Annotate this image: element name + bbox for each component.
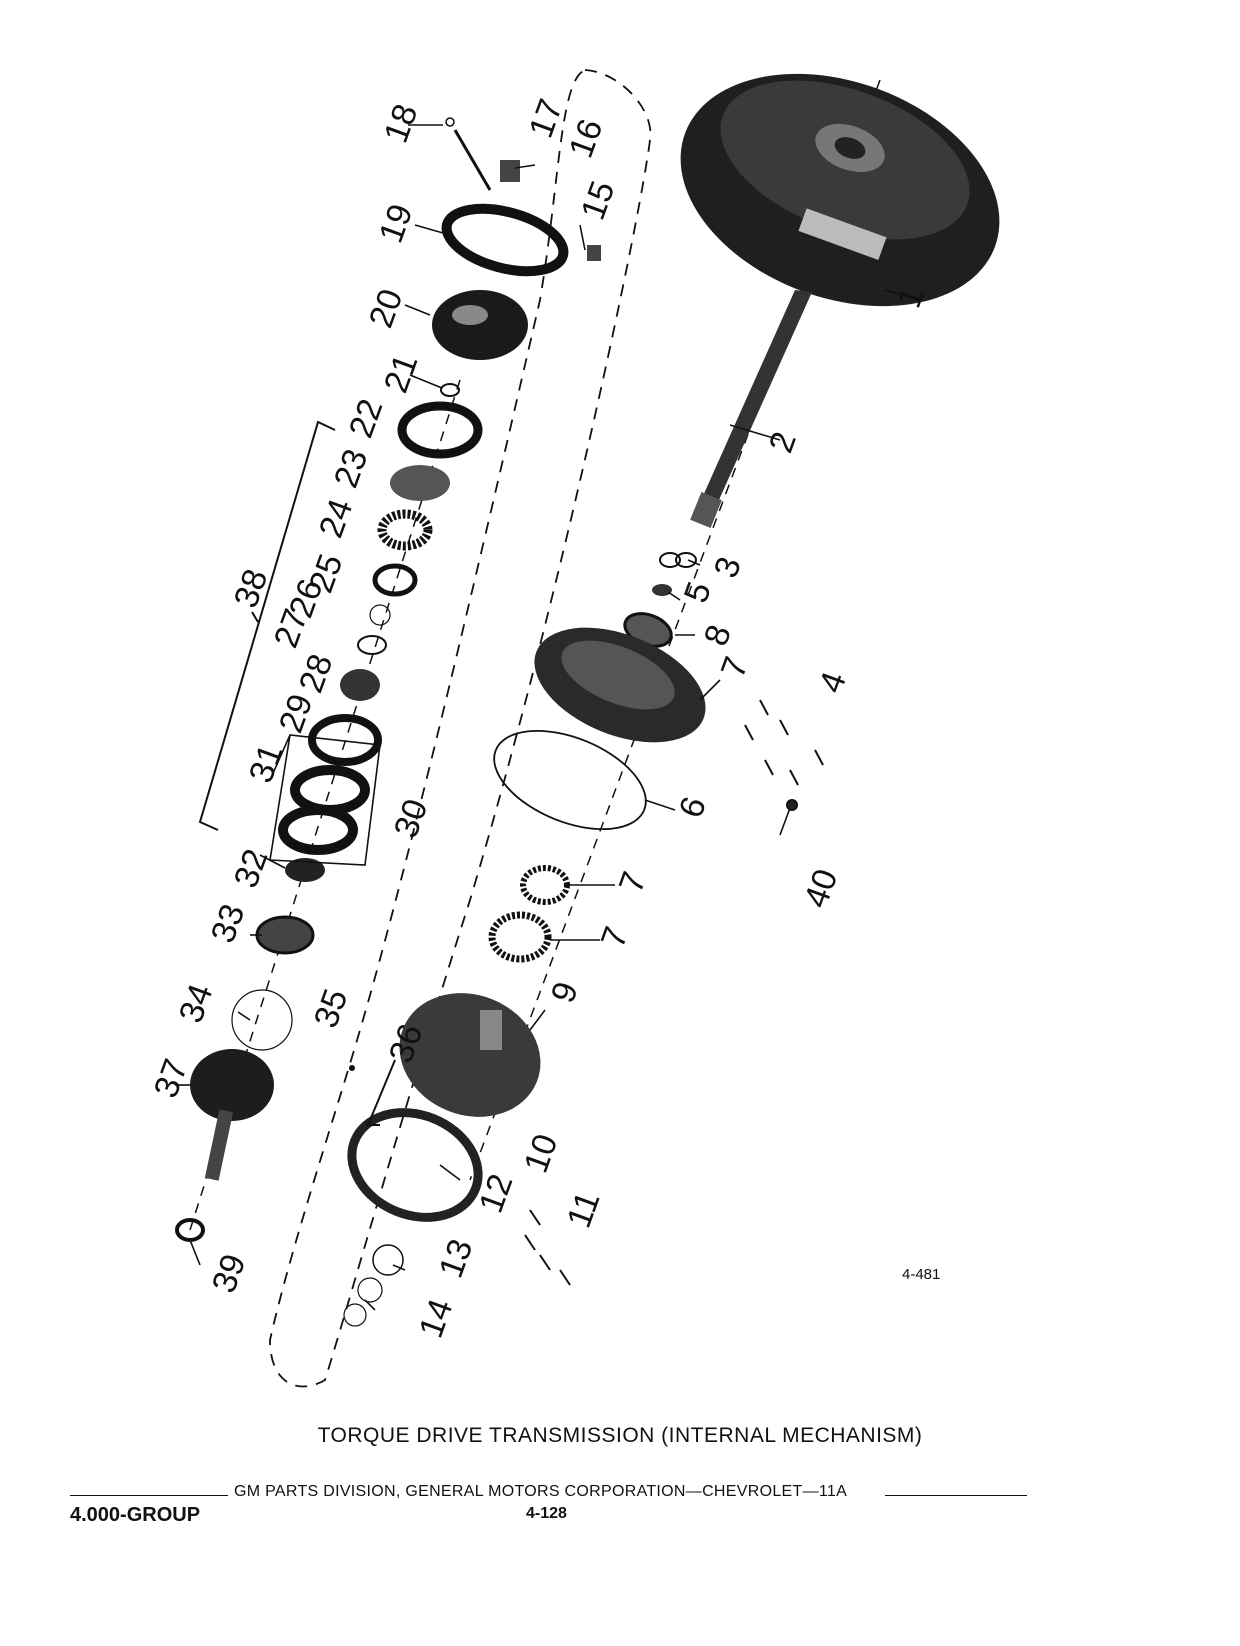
part-gasket (347, 1108, 483, 1222)
footer-rule-right (885, 1495, 1027, 1496)
callout-11: 11 (560, 1187, 608, 1233)
callout-7-gear-inner: 7 (612, 867, 654, 898)
part-clutch-stack (255, 383, 483, 955)
callout-28: 28 (292, 649, 341, 698)
callout-33: 33 (204, 899, 253, 948)
callout-16: 16 (562, 114, 611, 163)
dashed-boundary-loop (269, 69, 652, 1388)
callout-30: 30 (387, 794, 436, 843)
callout-40: 40 (797, 864, 846, 913)
callout-21: 21 (377, 349, 426, 398)
part-spring-36 (366, 1059, 396, 1126)
callout-20: 20 (362, 284, 411, 333)
callout-3: 3 (707, 552, 749, 583)
bracket-38 (198, 420, 336, 831)
footer-page-number: 4-128 (526, 1505, 567, 1522)
callout-15: 15 (574, 176, 623, 225)
figure-id: 4-481 (902, 1266, 941, 1283)
callout-13: 13 (432, 1234, 481, 1283)
bracket-30-31 (269, 734, 381, 866)
footer-corporation: GM PARTS DIVISION, GENERAL MOTORS CORPOR… (234, 1483, 848, 1500)
callout-35: 35 (307, 984, 356, 1033)
part-planet-carrier (190, 1049, 274, 1181)
callout-6: 6 (672, 792, 714, 823)
footer-rule-left (70, 1495, 228, 1496)
callout-7-gear-outer: 7 (594, 922, 636, 953)
callout-8: 8 (697, 620, 739, 651)
part-check-ball (349, 1065, 355, 1071)
callout-9: 9 (544, 977, 586, 1008)
callout-7-housing: 7 (714, 652, 756, 683)
callout-24: 24 (312, 494, 361, 543)
callout-23: 23 (327, 444, 376, 493)
callout-37: 37 (147, 1054, 196, 1103)
callout-39: 39 (205, 1249, 254, 1298)
callout-18: 18 (377, 99, 426, 148)
callout-14: 14 (412, 1294, 461, 1343)
leader-lines (175, 124, 921, 1311)
part-drum (432, 290, 528, 360)
part-valve-body (399, 993, 541, 1117)
part-servo-pin (445, 117, 601, 261)
part-pump-housing (534, 627, 706, 743)
callout-19: 19 (372, 199, 421, 248)
part-bolts (524, 699, 824, 1286)
part-torque-converter (680, 73, 1000, 307)
callout-32: 32 (227, 844, 276, 893)
callout-5: 5 (677, 577, 719, 608)
callout-17: 17 (522, 94, 571, 143)
part-band (441, 203, 569, 277)
callout-22: 22 (342, 394, 391, 443)
axis-line-right (469, 79, 881, 1181)
callout-2: 2 (762, 427, 804, 458)
part-oring-large (493, 729, 647, 831)
part-seals (343, 1244, 404, 1327)
footer-group: 4.000-GROUP (70, 1504, 201, 1526)
part-ring-34 (231, 989, 293, 1051)
part-pump-gears (488, 865, 570, 963)
callout-10: 10 (517, 1129, 566, 1178)
callout-4: 4 (812, 667, 854, 698)
callout-34: 34 (172, 979, 221, 1028)
figure-caption: TORQUE DRIVE TRANSMISSION (INTERNAL MECH… (317, 1424, 923, 1447)
callout-38: 38 (227, 564, 276, 613)
part-shaft (690, 290, 812, 529)
